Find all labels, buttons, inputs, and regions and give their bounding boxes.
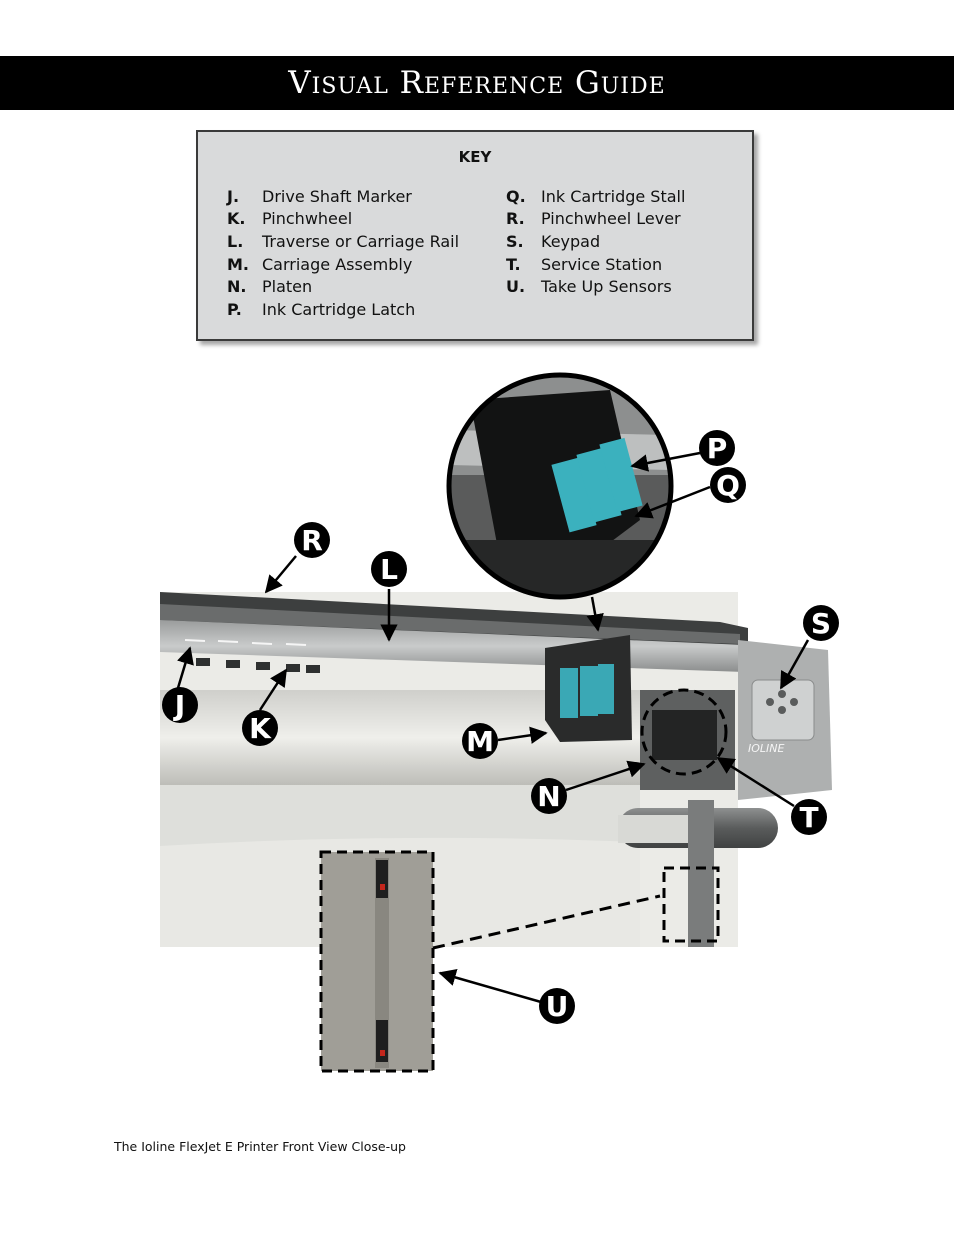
callout-u-label: U (546, 990, 569, 1023)
callout-t-badge (791, 799, 827, 835)
key-label: Ink Cartridge Latch (262, 299, 416, 319)
callout-s-badge (803, 605, 839, 641)
key-label: Drive Shaft Marker (262, 186, 412, 206)
printer-photo: IOLINE (160, 592, 832, 947)
key-item: T. Service Station (506, 253, 685, 276)
sensor-leader-line (432, 894, 661, 950)
key-item: P. Ink Cartridge Latch (227, 298, 459, 321)
key-item: L. Traverse or Carriage Rail (227, 230, 459, 253)
key-letter: N. (227, 277, 247, 297)
title-bar: Visual Reference Guide (0, 56, 954, 110)
key-letter: J. (227, 186, 240, 206)
key-item: S. Keypad (506, 230, 685, 253)
key-letter: R. (506, 209, 525, 229)
key-label: Keypad (541, 231, 601, 251)
callout-k-badge (242, 710, 278, 746)
key-item: N. Platen (227, 275, 459, 298)
callout-arrows (176, 451, 810, 1004)
key-letter: K. (227, 209, 246, 229)
callout-j-badge (162, 687, 198, 723)
callout-n-badge (531, 778, 567, 814)
callout-m-badge (462, 723, 498, 759)
callout-q-label: Q (716, 469, 740, 502)
callout-r-label: R (301, 524, 323, 557)
sensor-location-box (662, 866, 720, 943)
key-item: U. Take Up Sensors (506, 275, 685, 298)
callout-p-badge (699, 430, 735, 466)
key-label: Traverse or Carriage Rail (262, 231, 460, 251)
key-label: Ink Cartridge Stall (541, 186, 686, 206)
key-item: R. Pinchwheel Lever (506, 208, 685, 231)
page-title: Visual Reference Guide (288, 65, 666, 101)
callout-r-badge (294, 522, 330, 558)
callout-l-label: L (380, 553, 398, 586)
callout-q-badge (710, 467, 746, 503)
key-letter: U. (506, 277, 526, 297)
footer-caption: The Ioline FlexJet E Printer Front View … (114, 1139, 406, 1154)
key-item: K. Pinchwheel (227, 208, 459, 231)
key-heading: KEY (458, 148, 492, 166)
key-label: Take Up Sensors (541, 277, 672, 297)
key-item: J. Drive Shaft Marker (227, 185, 459, 208)
callout-l-badge (371, 551, 407, 587)
key-letter: S. (506, 231, 524, 251)
callout-s-label: S (811, 607, 831, 640)
key-letter: Q. (506, 186, 526, 206)
sensor-inset (319, 850, 435, 1073)
key-letter: M. (227, 254, 249, 274)
callout-p-label: P (707, 432, 728, 465)
callout-t-label: T (799, 801, 818, 834)
callout-j-label: J (173, 689, 185, 722)
cartridge-zoom-circle (446, 372, 674, 600)
key-item: M. Carriage Assembly (227, 253, 459, 276)
callout-m-label: M (466, 725, 494, 758)
key-label: Pinchwheel (262, 209, 353, 229)
callout-u-badge (539, 988, 575, 1024)
service-station-circle (640, 688, 728, 776)
key-column-left: J. Drive Shaft Marker K. Pinchwheel L. Trav… (227, 185, 459, 321)
printer-logo: IOLINE (748, 742, 785, 755)
key-label: Platen (262, 277, 313, 297)
key-box: KEY J. Drive Shaft Marker K. Pinchwheel L.… (196, 130, 754, 341)
key-item: Q. Ink Cartridge Stall (506, 185, 685, 208)
key-letter: T. (506, 254, 521, 274)
callout-n-label: N (537, 780, 560, 813)
key-letter: L. (227, 231, 244, 251)
key-column-right: Q. Ink Cartridge Stall R. Pinchwheel Lever… (506, 185, 685, 298)
key-label: Pinchwheel Lever (541, 209, 681, 229)
key-label: Service Station (541, 254, 663, 274)
key-letter: P. (227, 299, 242, 319)
callout-k-label: K (249, 712, 272, 745)
key-label: Carriage Assembly (262, 254, 413, 274)
